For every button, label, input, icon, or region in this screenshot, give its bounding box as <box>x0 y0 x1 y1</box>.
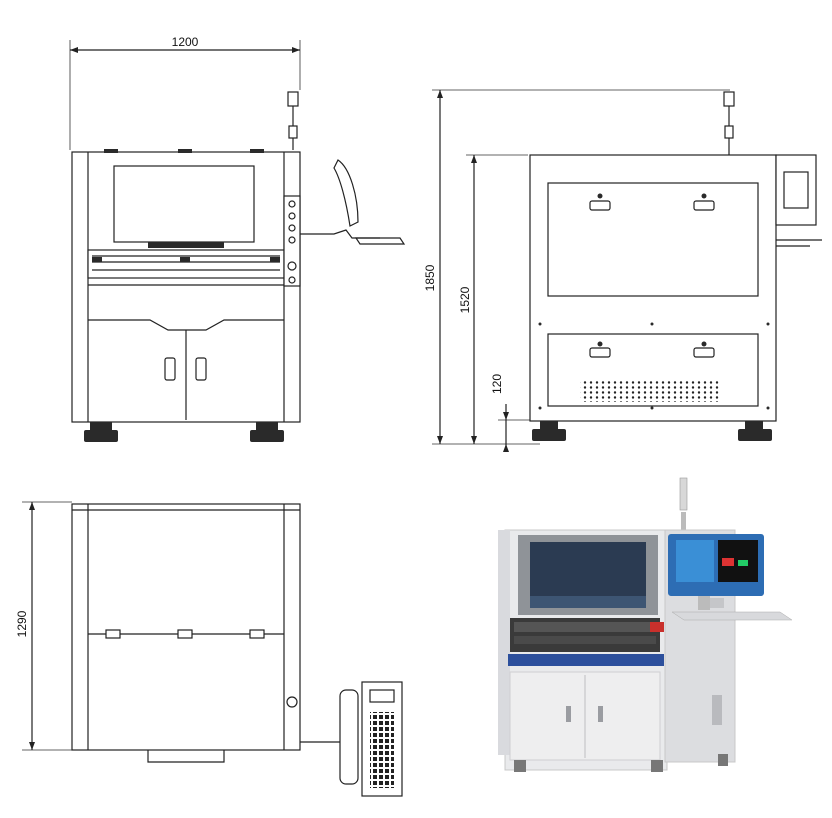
width-dimension: 1200 <box>69 35 301 150</box>
width-label: 1200 <box>172 35 199 49</box>
control-panel <box>283 195 301 287</box>
top-monitor-arm <box>339 689 359 785</box>
depth-dimension: 1290 <box>15 501 72 751</box>
foot-right <box>250 430 284 442</box>
product-photo <box>498 477 793 772</box>
upper-panel <box>547 182 759 297</box>
total-height-dimension: 1850 <box>423 89 730 445</box>
vent-grille <box>580 380 720 402</box>
foot-height-label: 120 <box>490 374 504 394</box>
foot-height-dimension: 120 <box>490 374 530 452</box>
front-view: 1200 <box>69 35 406 442</box>
top-view: 1290 <box>15 501 403 797</box>
top-body <box>71 503 301 751</box>
depth-label: 1290 <box>15 610 29 637</box>
total-height-label: 1850 <box>423 264 437 291</box>
body-height-label: 1520 <box>458 286 472 313</box>
signal-tower <box>287 91 299 107</box>
conveyor <box>87 249 285 279</box>
body-height-dimension: 1520 <box>458 154 528 444</box>
front-window <box>113 165 255 243</box>
door-handle-right <box>195 357 207 381</box>
side-view: 1850 1520 120 <box>423 89 822 452</box>
door-handle-left <box>164 357 176 381</box>
foot-left <box>84 430 118 442</box>
monitor-side <box>333 159 359 227</box>
